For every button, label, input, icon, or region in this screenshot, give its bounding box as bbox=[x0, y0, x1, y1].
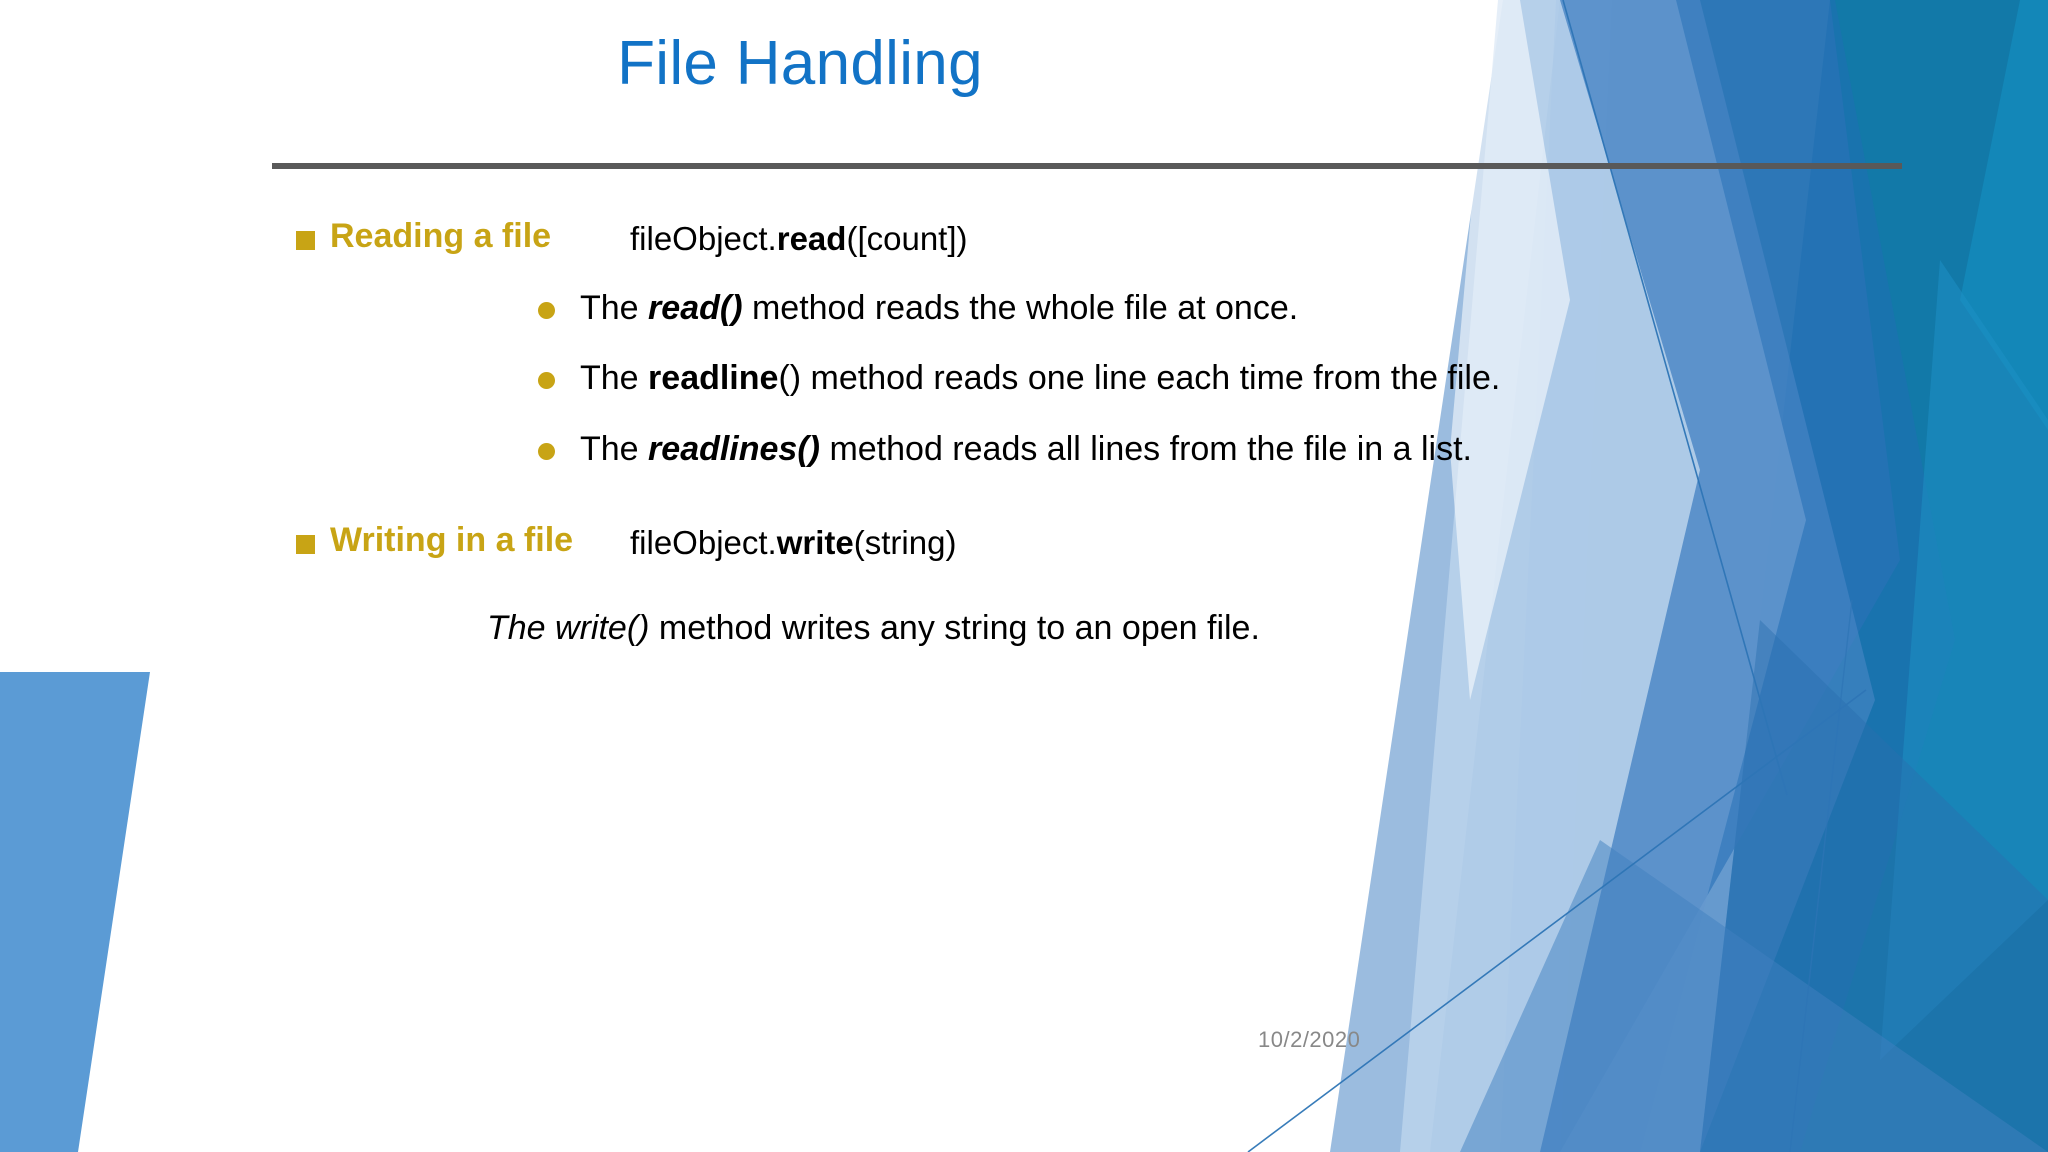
bullet-post: method reads all lines from the file in … bbox=[820, 429, 1472, 468]
code-method: read bbox=[776, 220, 847, 257]
bullet-pre: The bbox=[580, 359, 649, 398]
paragraph-write-description: The write() method writes any string to … bbox=[0, 606, 1700, 650]
square-bullet-icon bbox=[296, 231, 315, 250]
square-bullet-icon bbox=[296, 534, 315, 554]
section-code-reading: fileObject.read([count]) bbox=[630, 215, 968, 260]
bullet-text-readlines: The readlines() method reads all lines f… bbox=[580, 427, 1630, 471]
bullet-emph: read() bbox=[648, 289, 743, 328]
slide-body: Reading a file fileObject.read([count]) … bbox=[0, 215, 1700, 650]
bullet-post: method reads the whole file at once. bbox=[742, 289, 1299, 328]
list-item: The read() method reads the whole file a… bbox=[0, 286, 1700, 330]
dot-bullet-icon bbox=[538, 372, 555, 390]
bullet-pre: The bbox=[580, 429, 649, 468]
dot-bullet-icon bbox=[538, 302, 555, 320]
date-stamp: 10/2/2020 bbox=[1258, 1027, 1361, 1052]
list-item: The readline() method reads one line eac… bbox=[0, 356, 1700, 400]
bullet-emph: readlines() bbox=[648, 429, 820, 468]
bullet-text-readline: The readline() method reads one line eac… bbox=[580, 356, 1630, 400]
list-item: The readlines() method reads all lines f… bbox=[0, 427, 1700, 471]
code-suffix: ([count]) bbox=[846, 220, 968, 257]
bullet-pre: The bbox=[580, 289, 649, 328]
section-row-reading: Reading a file fileObject.read([count]) bbox=[0, 215, 1700, 260]
page-title: File Handling bbox=[617, 29, 983, 98]
bullet-text-read: The read() method reads the whole file a… bbox=[580, 286, 1630, 330]
section-label-reading: Reading a file bbox=[330, 217, 552, 255]
code-method: write bbox=[776, 523, 854, 561]
paragraph-emph: The write() bbox=[487, 609, 650, 648]
section-row-writing: Writing in a file fileObject.write(strin… bbox=[0, 519, 1700, 564]
section-label-writing: Writing in a file bbox=[330, 520, 574, 559]
bullet-emph: readline bbox=[648, 359, 779, 398]
dot-bullet-icon bbox=[538, 442, 555, 460]
code-prefix: fileObject. bbox=[630, 523, 777, 561]
paragraph-post: method writes any string to an open file… bbox=[649, 609, 1260, 648]
code-prefix: fileObject. bbox=[630, 220, 777, 257]
title-divider-rule bbox=[272, 163, 1902, 169]
code-suffix: (string) bbox=[853, 523, 957, 561]
title-block: File Handling bbox=[0, 29, 1600, 98]
section-code-writing: fileObject.write(string) bbox=[630, 519, 956, 564]
bullet-post: () method reads one line each time from … bbox=[778, 359, 1501, 398]
